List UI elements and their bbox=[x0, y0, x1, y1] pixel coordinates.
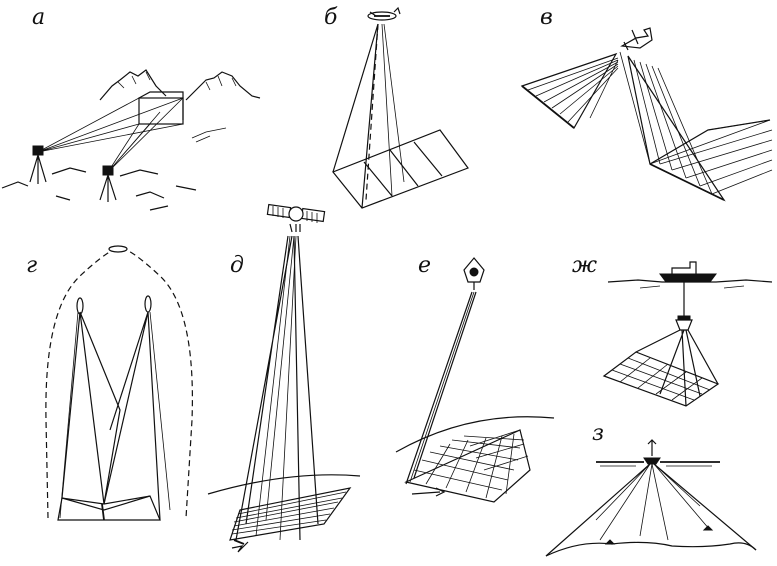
seabed bbox=[545, 541, 757, 557]
left-swath-outline bbox=[520, 52, 618, 129]
panel-label-z: з bbox=[592, 421, 604, 446]
rays-left bbox=[61, 311, 121, 505]
left-swath-lines bbox=[527, 57, 619, 123]
tripod-left bbox=[29, 145, 47, 184]
ship-icon bbox=[659, 261, 717, 283]
panel-d: д bbox=[207, 203, 361, 553]
panel-b: б bbox=[324, 5, 469, 209]
panel-a: а bbox=[1, 5, 261, 211]
panel-label-a: а bbox=[32, 5, 45, 30]
earth-horizon bbox=[395, 416, 555, 453]
panel-v: в bbox=[520, 5, 773, 202]
panel-label-g: г bbox=[26, 253, 37, 278]
ground-strip bbox=[332, 129, 469, 209]
rays-left-station bbox=[37, 97, 184, 153]
orbit-ellipse bbox=[45, 247, 193, 519]
scan-grid bbox=[404, 429, 531, 503]
ground-contours bbox=[1, 167, 197, 199]
scan-rays bbox=[235, 235, 319, 541]
ship-icon bbox=[643, 439, 661, 465]
panel-label-zh: ж bbox=[572, 253, 597, 278]
panel-label-b: б bbox=[324, 5, 338, 30]
mountain-right bbox=[185, 71, 261, 101]
panel-label-e: е bbox=[418, 253, 431, 278]
sonar-fan-rays bbox=[599, 463, 711, 541]
panel-label-v: в bbox=[540, 5, 553, 30]
satellite-top bbox=[108, 245, 128, 253]
panel-z: з bbox=[545, 421, 757, 557]
rays-right bbox=[103, 311, 161, 521]
panel-e: е bbox=[395, 253, 555, 503]
probe-rays bbox=[405, 291, 477, 485]
sonar-fan-edges bbox=[545, 463, 757, 557]
water-surface bbox=[607, 279, 773, 283]
panel-zh: ж bbox=[572, 253, 773, 407]
mountain-left bbox=[99, 69, 167, 101]
right-swath-lines bbox=[649, 119, 773, 195]
aircraft-icon bbox=[620, 27, 653, 51]
right-swath-outline bbox=[627, 55, 726, 202]
sonar-rays bbox=[635, 329, 719, 407]
panel-label-d: д bbox=[230, 253, 244, 278]
earth-horizon bbox=[207, 474, 361, 495]
satellite-left bbox=[76, 297, 84, 315]
panel-g: г bbox=[26, 245, 193, 521]
frame-dividers bbox=[363, 141, 443, 197]
tripod-right bbox=[99, 165, 117, 202]
aircraft-icon bbox=[367, 6, 401, 21]
rays-right-station bbox=[107, 97, 184, 173]
scan-direction-arrow bbox=[411, 487, 446, 497]
probe-icon bbox=[463, 257, 485, 290]
right-swath-rays bbox=[619, 51, 713, 195]
satellite-right bbox=[144, 295, 152, 313]
satellite-icon bbox=[266, 203, 326, 233]
sonar-device-icon bbox=[675, 315, 693, 331]
